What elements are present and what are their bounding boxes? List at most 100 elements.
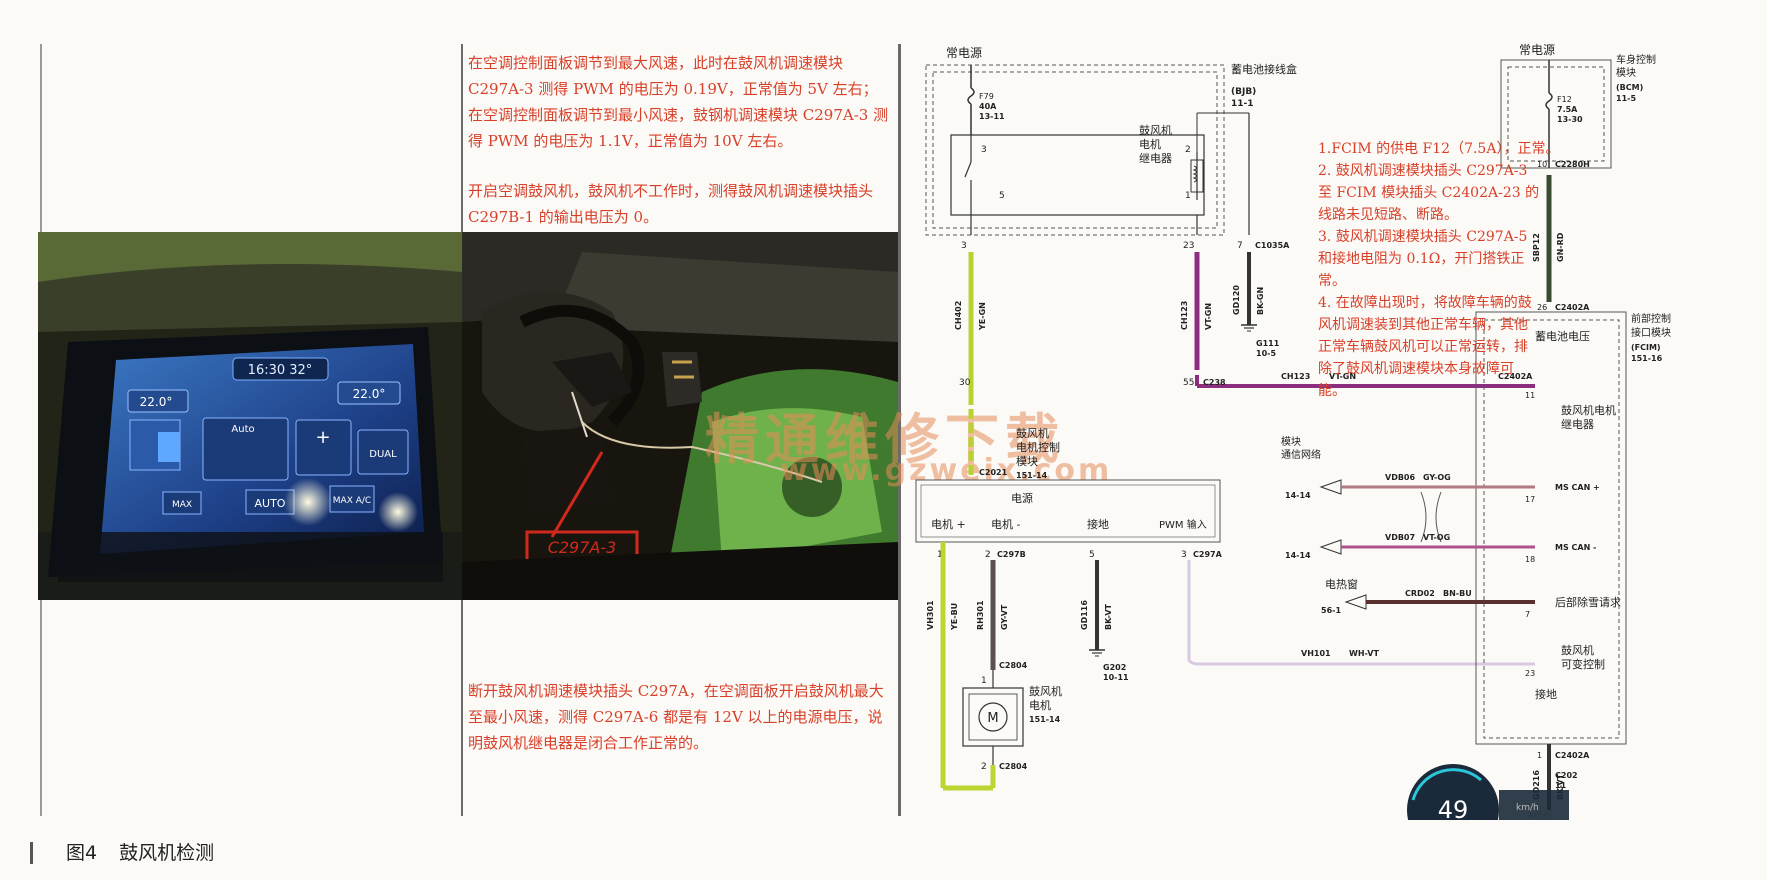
relay-switch-icon bbox=[964, 161, 972, 178]
vt-gn-h-label: VT-GN bbox=[1329, 372, 1356, 381]
c2402a-1: C2402A bbox=[1555, 751, 1590, 760]
gd116-label: GD116 bbox=[1080, 600, 1089, 630]
net-page-2: 14-14 bbox=[1285, 551, 1311, 560]
temp-left: 22.0° bbox=[140, 395, 173, 409]
ye-gn-label: YE-GN bbox=[978, 302, 987, 331]
gd216-label: GD216 bbox=[1532, 770, 1541, 800]
blower-motor-label-1: 鼓风机 bbox=[1029, 684, 1062, 698]
c2804-pin-2: 2 bbox=[981, 762, 987, 772]
rear-defrost-label: 后部除雪请求 bbox=[1555, 595, 1621, 609]
g111: G111 bbox=[1256, 339, 1280, 348]
f79-label: F79 bbox=[979, 92, 994, 101]
g202: G202 bbox=[1103, 663, 1126, 672]
pin-1b: 1 bbox=[1537, 751, 1542, 760]
relay-pin-1: 1 bbox=[1185, 191, 1191, 201]
screen-time: 16:30 32° bbox=[248, 363, 313, 378]
blower-var-label-2: 可变控制 bbox=[1561, 657, 1605, 671]
note-line: 1.FCIM 的供电 F12（7.5A），正常。 bbox=[1318, 141, 1560, 157]
gn-rd-label: GN-RD bbox=[1556, 232, 1565, 262]
btn-auto: Auto bbox=[231, 424, 254, 435]
wire-vh101 bbox=[1187, 560, 1535, 666]
motor-icon bbox=[978, 702, 1008, 732]
note-line: 3. 鼓风机调速模块插头 C297A-5 bbox=[1318, 229, 1528, 245]
bk-vt2-label: BK-VT bbox=[1556, 773, 1565, 800]
vdb07-label: VDB07 bbox=[1385, 533, 1415, 542]
c297a: C297A bbox=[1193, 550, 1223, 559]
gy-og-label: GY-OG bbox=[1423, 473, 1451, 482]
pin-7: 7 bbox=[1237, 241, 1243, 251]
pin-3: 3 bbox=[1181, 550, 1187, 560]
bn-bu-label: BN-BU bbox=[1443, 589, 1472, 598]
figure-caption: 图4 鼓风机检测 bbox=[66, 838, 214, 865]
network-label-1: 模块 bbox=[1281, 436, 1301, 448]
ms-can-plus: MS CAN + bbox=[1555, 483, 1600, 492]
pin-3-bottom: 3 bbox=[961, 241, 967, 251]
ch123-h-label: CH123 bbox=[1281, 372, 1310, 381]
c2804-top: C2804 bbox=[999, 661, 1028, 670]
connector-arrow-1 bbox=[1319, 479, 1342, 495]
note-line: 线路未见短路、断路。 bbox=[1318, 207, 1458, 223]
power-label: 电源 bbox=[1011, 491, 1033, 505]
ctrl-module-page: 151-14 bbox=[1016, 471, 1048, 480]
wiring-diagram: 常电源 蓄电池接线盒 (BJB) 11-1 F79 40A 13-11 3 2 … bbox=[915, 43, 1671, 820]
caption-marker bbox=[30, 842, 33, 864]
ms-can-minus: MS CAN - bbox=[1555, 543, 1596, 552]
blower-control-module bbox=[920, 484, 1216, 538]
note-line: 2. 鼓风机调速模块插头 C297A-3 bbox=[1318, 163, 1528, 179]
c238: C238 bbox=[1203, 378, 1226, 387]
bcm-label-1: 车身控制 bbox=[1616, 53, 1656, 66]
plus-icon: + bbox=[315, 427, 330, 448]
battery-voltage-label: 蓄电池电压 bbox=[1535, 330, 1590, 343]
figure-number: 图4 bbox=[66, 842, 98, 864]
watermark-title: 精通维修下载 bbox=[705, 407, 1065, 471]
vh301-label: VH301 bbox=[926, 600, 935, 630]
fcim-relay-label-1: 鼓风机电机 bbox=[1561, 403, 1616, 417]
temp-right: 22.0° bbox=[353, 387, 386, 401]
network-label-2: 通信网络 bbox=[1281, 448, 1321, 461]
wh-vt-label: WH-VT bbox=[1349, 649, 1379, 658]
speed-value: 49 bbox=[1438, 796, 1469, 820]
sbp12-label: SBP12 bbox=[1532, 233, 1541, 262]
ground-label: 接地 bbox=[1087, 518, 1109, 531]
note-line: 风机调速装到其他正常车辆，其他 bbox=[1318, 317, 1528, 333]
g202-page: 10-11 bbox=[1103, 673, 1129, 682]
c2280h: C2280H bbox=[1555, 160, 1590, 169]
vdb06-label: VDB06 bbox=[1385, 473, 1415, 482]
relay-box bbox=[950, 134, 1205, 216]
note-line: 正常车辆鼓风机可以正常运转，排 bbox=[1318, 339, 1528, 355]
note-line: 4. 在故障出现时，将故障车辆的鼓 bbox=[1318, 295, 1532, 311]
pin-2: 2 bbox=[985, 550, 991, 560]
ye-bu-label: YE-BU bbox=[950, 603, 959, 631]
fcim-label-1: 前部控制 bbox=[1631, 312, 1671, 325]
pin-5: 5 bbox=[1089, 550, 1095, 560]
net-page-1: 14-14 bbox=[1285, 491, 1311, 500]
c2021: C2021 bbox=[979, 468, 1008, 477]
f79-page: 13-11 bbox=[979, 112, 1005, 121]
fcim-code: (FCIM) bbox=[1631, 343, 1661, 352]
relay-label-2: 电机 bbox=[1139, 137, 1161, 151]
pin-11: 11 bbox=[1525, 391, 1535, 400]
pin-30: 30 bbox=[959, 378, 971, 388]
connector-arrow-3 bbox=[1344, 594, 1367, 610]
photo-connector: C297A-3 bbox=[462, 232, 898, 604]
f12-amp: 7.5A bbox=[1557, 105, 1578, 114]
vt-gn-label: VT-GN bbox=[1204, 303, 1213, 330]
c2402a-26: C2402A bbox=[1555, 303, 1590, 312]
pin-18: 18 bbox=[1525, 555, 1535, 564]
motor-minus-label: 电机 - bbox=[991, 517, 1020, 531]
fcim-page: 151-16 bbox=[1631, 354, 1663, 363]
gd120-label: GD120 bbox=[1232, 285, 1241, 315]
note-line: 至 FCIM 模块插头 C2402A-23 的 bbox=[1318, 185, 1540, 201]
note-line: 能。 bbox=[1318, 383, 1346, 399]
pin-23b: 23 bbox=[1525, 669, 1535, 678]
pin-55: 55 bbox=[1183, 378, 1194, 388]
relay-pin-2: 2 bbox=[1185, 145, 1191, 155]
c202-page: 11 bbox=[1555, 781, 1567, 790]
bk-gn-label: BK-GN bbox=[1256, 287, 1265, 315]
hw-page: 56-1 bbox=[1321, 606, 1341, 615]
pin-10: 10 bbox=[1537, 160, 1547, 169]
figure-title: 鼓风机检测 bbox=[119, 842, 215, 864]
bk-vt-label: BK-VT bbox=[1104, 603, 1113, 630]
ch123-label: CH123 bbox=[1180, 301, 1189, 330]
ctrl-module-label-2: 电机控制 bbox=[1016, 440, 1060, 454]
